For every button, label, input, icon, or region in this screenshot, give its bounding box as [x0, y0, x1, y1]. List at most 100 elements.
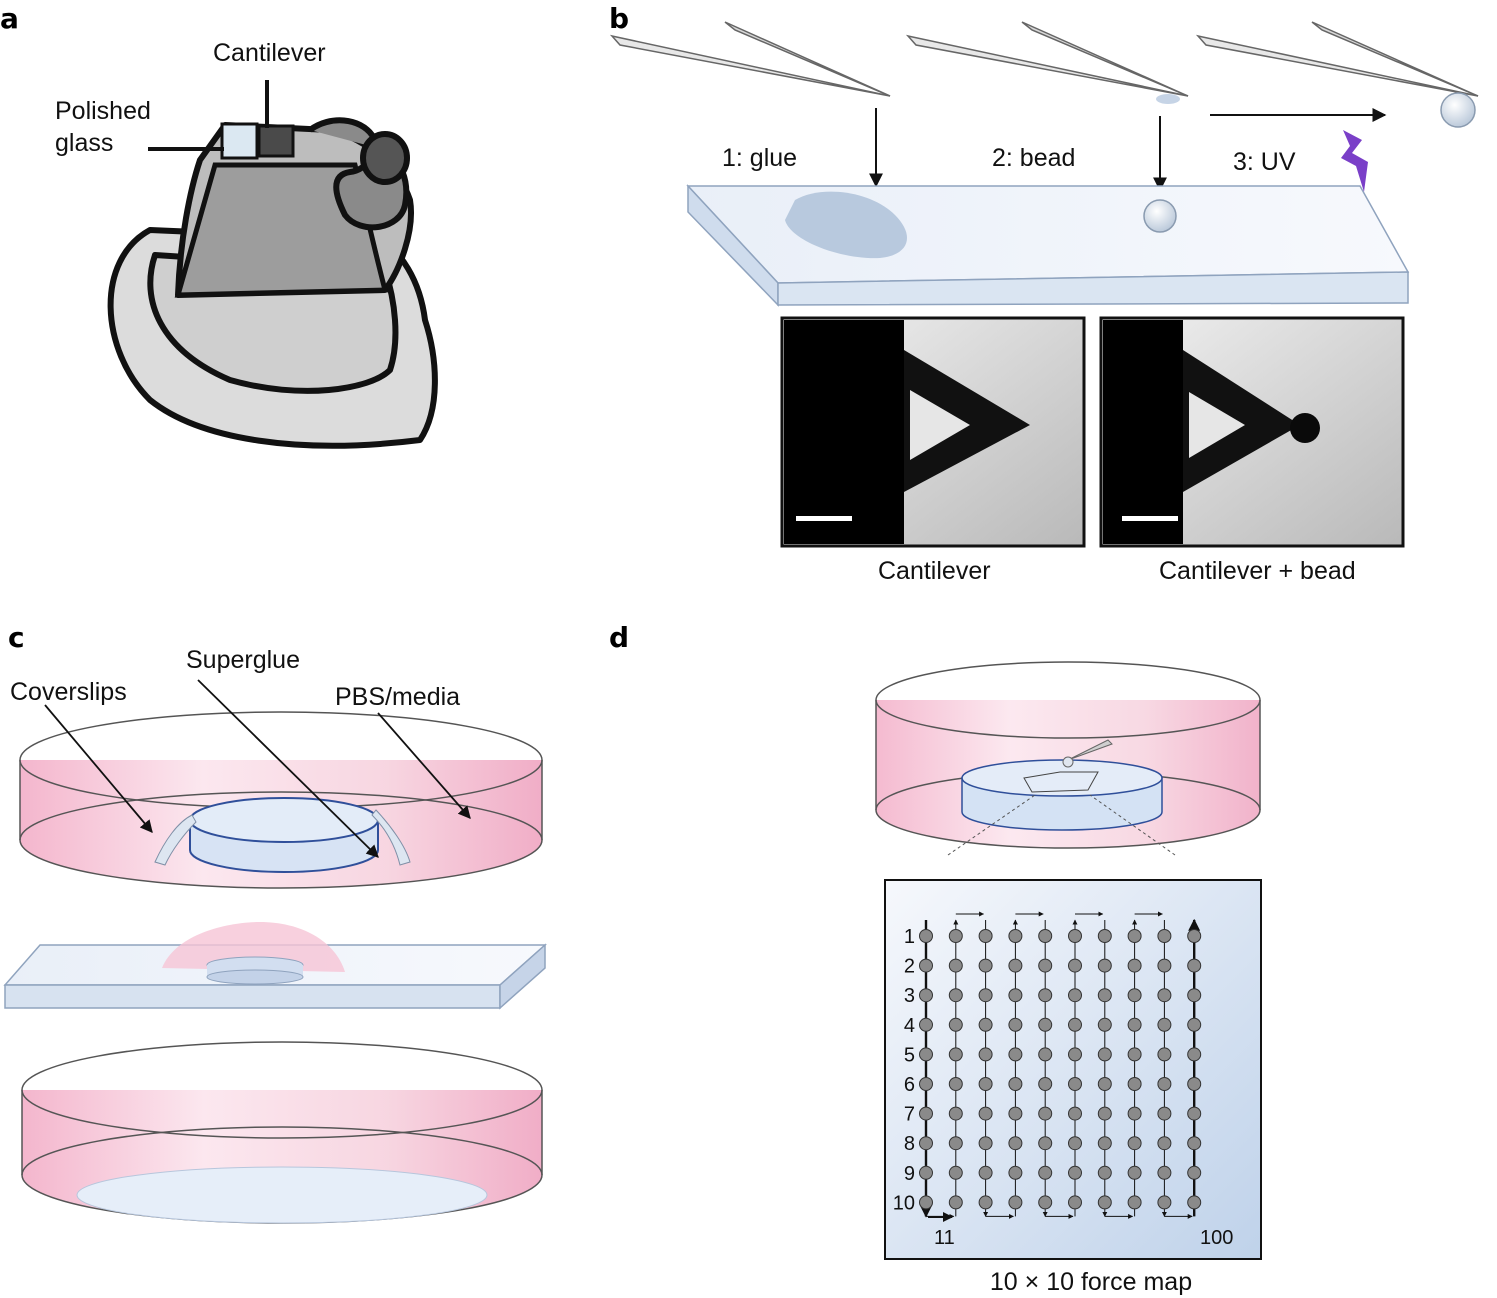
- force-map-point: [1068, 1017, 1082, 1032]
- image-cantilever-bead: [1099, 316, 1405, 548]
- force-map-point: [1097, 988, 1112, 1003]
- force-map-point: [919, 1077, 933, 1091]
- index-label-11: 11: [934, 1227, 955, 1249]
- panel-b: b 1: glue 2: bead 3: UV: [609, 2, 1479, 585]
- force-map-point: [1008, 1195, 1023, 1210]
- force-map-point: [1038, 1047, 1053, 1062]
- cantilever-step2: [905, 21, 1189, 104]
- row-label: 7: [904, 1104, 915, 1126]
- force-map-point: [1157, 1047, 1172, 1062]
- panel-c: c Coverslips Superglue PBS/media: [3, 621, 547, 1224]
- force-map-point: [1127, 929, 1142, 943]
- force-map-point: [978, 1017, 993, 1032]
- force-map-point: [948, 1106, 963, 1121]
- force-map-point: [1187, 1047, 1202, 1062]
- row-label: 10: [893, 1192, 915, 1214]
- force-map-point: [1187, 1077, 1202, 1091]
- force-map-point: [1068, 1136, 1082, 1151]
- force-map-point: [1127, 1106, 1142, 1121]
- force-map-point: [1008, 1136, 1023, 1151]
- force-map-point: [1127, 1017, 1142, 1032]
- force-map-point: [919, 1106, 933, 1121]
- force-map-point: [1008, 988, 1023, 1003]
- force-map-point: [1068, 1047, 1082, 1062]
- panel-b-letter: b: [609, 2, 629, 35]
- force-map-point: [948, 1195, 963, 1210]
- panel-c-letter: c: [8, 621, 25, 654]
- force-map-point: [948, 1017, 963, 1032]
- image-cantilever: [780, 316, 1086, 548]
- force-map-point: [1097, 958, 1112, 973]
- force-map-point: [1157, 1106, 1172, 1121]
- force-map-point: [1097, 1165, 1112, 1180]
- force-map-point: [1038, 1106, 1053, 1121]
- force-map-point: [919, 988, 933, 1003]
- zoom-line-right: [1089, 794, 1176, 856]
- uv-lightning-icon: [1341, 130, 1368, 192]
- force-map-point: [1008, 1077, 1023, 1091]
- force-map-point: [1008, 1017, 1023, 1032]
- force-map-point: [1038, 1165, 1053, 1180]
- force-map-point: [978, 1077, 993, 1091]
- force-map-point: [1187, 958, 1202, 973]
- force-map-point: [978, 1165, 993, 1180]
- force-map-point: [1157, 1165, 1172, 1180]
- force-map-point: [1127, 1047, 1142, 1062]
- force-map-point: [1097, 1195, 1112, 1210]
- cantilever-step1: [609, 21, 891, 97]
- label-polished-line1: Polished: [55, 97, 151, 125]
- glue-drop: [1156, 94, 1180, 104]
- force-map-point: [1097, 1017, 1112, 1032]
- force-map-point: [948, 1165, 963, 1180]
- panel-a-letter: a: [0, 2, 19, 35]
- caption-cantilever-bead: Cantilever + bead: [1159, 557, 1356, 585]
- force-map-point: [1127, 1077, 1142, 1091]
- row-label: 6: [904, 1074, 915, 1096]
- force-map-point: [978, 1136, 993, 1151]
- force-map-point: [1068, 1077, 1082, 1091]
- row-label: 5: [904, 1044, 915, 1066]
- force-map-point: [1187, 1136, 1202, 1151]
- force-map-point: [919, 1047, 933, 1062]
- force-map-point: [1038, 929, 1053, 943]
- cantilever-holder-illustration: [107, 117, 438, 449]
- arrow-media: [377, 712, 471, 819]
- bead-on-slide: [1143, 199, 1177, 233]
- slide-with-droplet: [3, 922, 547, 1010]
- force-map-point: [948, 929, 963, 943]
- force-map-point: [1008, 1165, 1023, 1180]
- caption-force-map: 10 × 10 force map: [990, 1268, 1192, 1296]
- force-map-point: [919, 1136, 933, 1151]
- row-label: 8: [904, 1133, 915, 1155]
- force-map-point: [1008, 1047, 1023, 1062]
- empty-dish: [21, 1041, 543, 1224]
- force-map-point: [1127, 1195, 1142, 1210]
- force-map-point: [1127, 1165, 1142, 1180]
- index-label-100: 100: [1200, 1227, 1233, 1249]
- row-label: 3: [904, 985, 915, 1007]
- scale-bar: [1122, 516, 1178, 521]
- force-map-point: [1008, 1106, 1023, 1121]
- force-map-point: [1187, 1195, 1202, 1210]
- arrow-superglue: [197, 679, 379, 858]
- force-map-point: [978, 929, 993, 943]
- force-map-point: [1038, 1017, 1053, 1032]
- force-map-point: [919, 929, 933, 943]
- force-map-point: [1068, 929, 1082, 943]
- step-label-bead: 2: bead: [992, 144, 1075, 172]
- force-map-point: [919, 1195, 933, 1210]
- force-map-point: [948, 1136, 963, 1151]
- force-map-point: [1038, 1077, 1053, 1091]
- panel-d-letter: d: [609, 621, 629, 654]
- force-map-point: [1068, 1106, 1082, 1121]
- force-map-point: [978, 1195, 993, 1210]
- glass-slide: [686, 184, 1410, 307]
- force-map-point: [978, 958, 993, 973]
- dish-with-probe: [875, 661, 1261, 849]
- force-map-point: [1097, 1047, 1112, 1062]
- force-map-point: [1008, 929, 1023, 943]
- force-map-point: [1097, 929, 1112, 943]
- force-map-point: [1157, 929, 1172, 943]
